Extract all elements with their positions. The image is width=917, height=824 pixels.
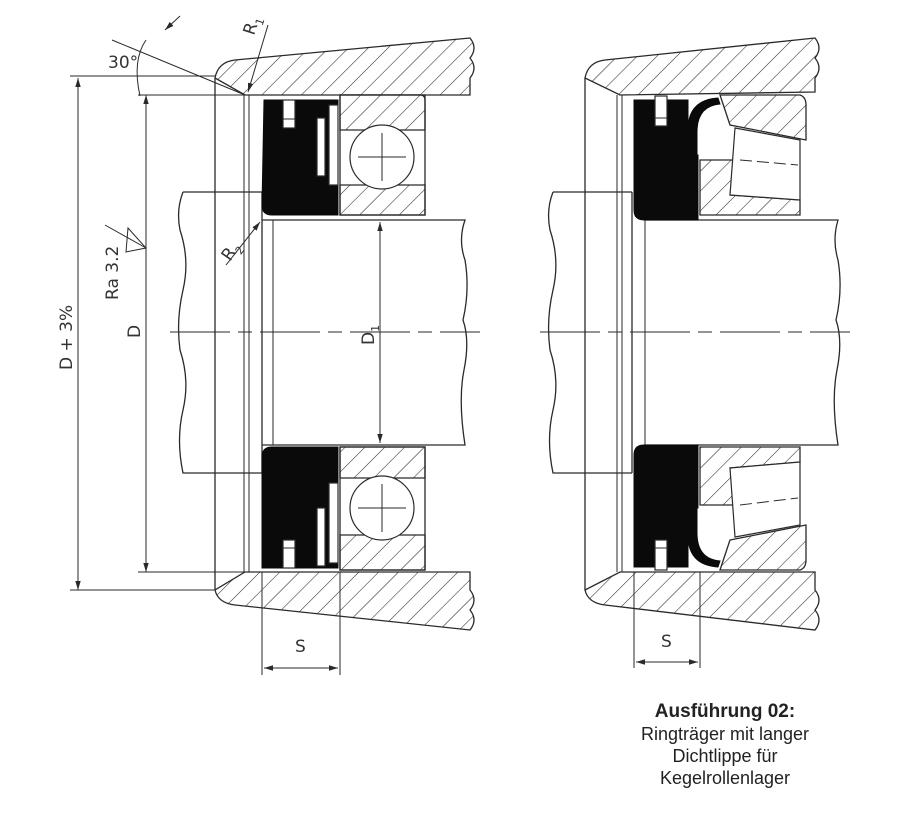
- housing-bottom: [214, 571, 475, 631]
- housing-top-right: [584, 37, 820, 96]
- r1-label: R1: [240, 13, 268, 38]
- s-label-left: S: [295, 637, 306, 657]
- ball-bearing-bottom: [339, 446, 426, 571]
- r2-label: R2: [218, 238, 248, 267]
- shaft: [177, 191, 468, 474]
- caption-line: Ringträger mit langer: [640, 724, 810, 744]
- seal-bottom: [261, 446, 339, 569]
- d-label: D: [125, 325, 145, 338]
- ball-bearing-top: [339, 94, 426, 216]
- right-view: S: [540, 37, 850, 668]
- caption-line: Dichtlippe für: [672, 746, 778, 766]
- seal-top: [261, 99, 339, 216]
- caption-title: Ausführung 02:: [654, 701, 796, 722]
- caption-line: Kegelrollenlager: [659, 768, 791, 788]
- d-plus-3-label: D + 3%: [57, 305, 77, 370]
- s-label-right: S: [661, 632, 672, 652]
- d1-label: D1: [359, 325, 382, 345]
- roughness-label: Ra 3.2: [103, 246, 123, 300]
- left-view: 30° R1 R2 D + 3% D Ra 3.2 D1 S: [57, 13, 480, 675]
- housing-top: [214, 37, 475, 96]
- shaft-right: [547, 191, 841, 474]
- angle-label: 30°: [108, 53, 138, 73]
- housing-bottom-right: [584, 571, 820, 631]
- tapered-roller-bearing-top: [699, 94, 807, 216]
- tapered-roller-bearing-bottom: [699, 446, 807, 571]
- caption: Ausführung 02: Ringträger mit langer Dic…: [610, 700, 840, 789]
